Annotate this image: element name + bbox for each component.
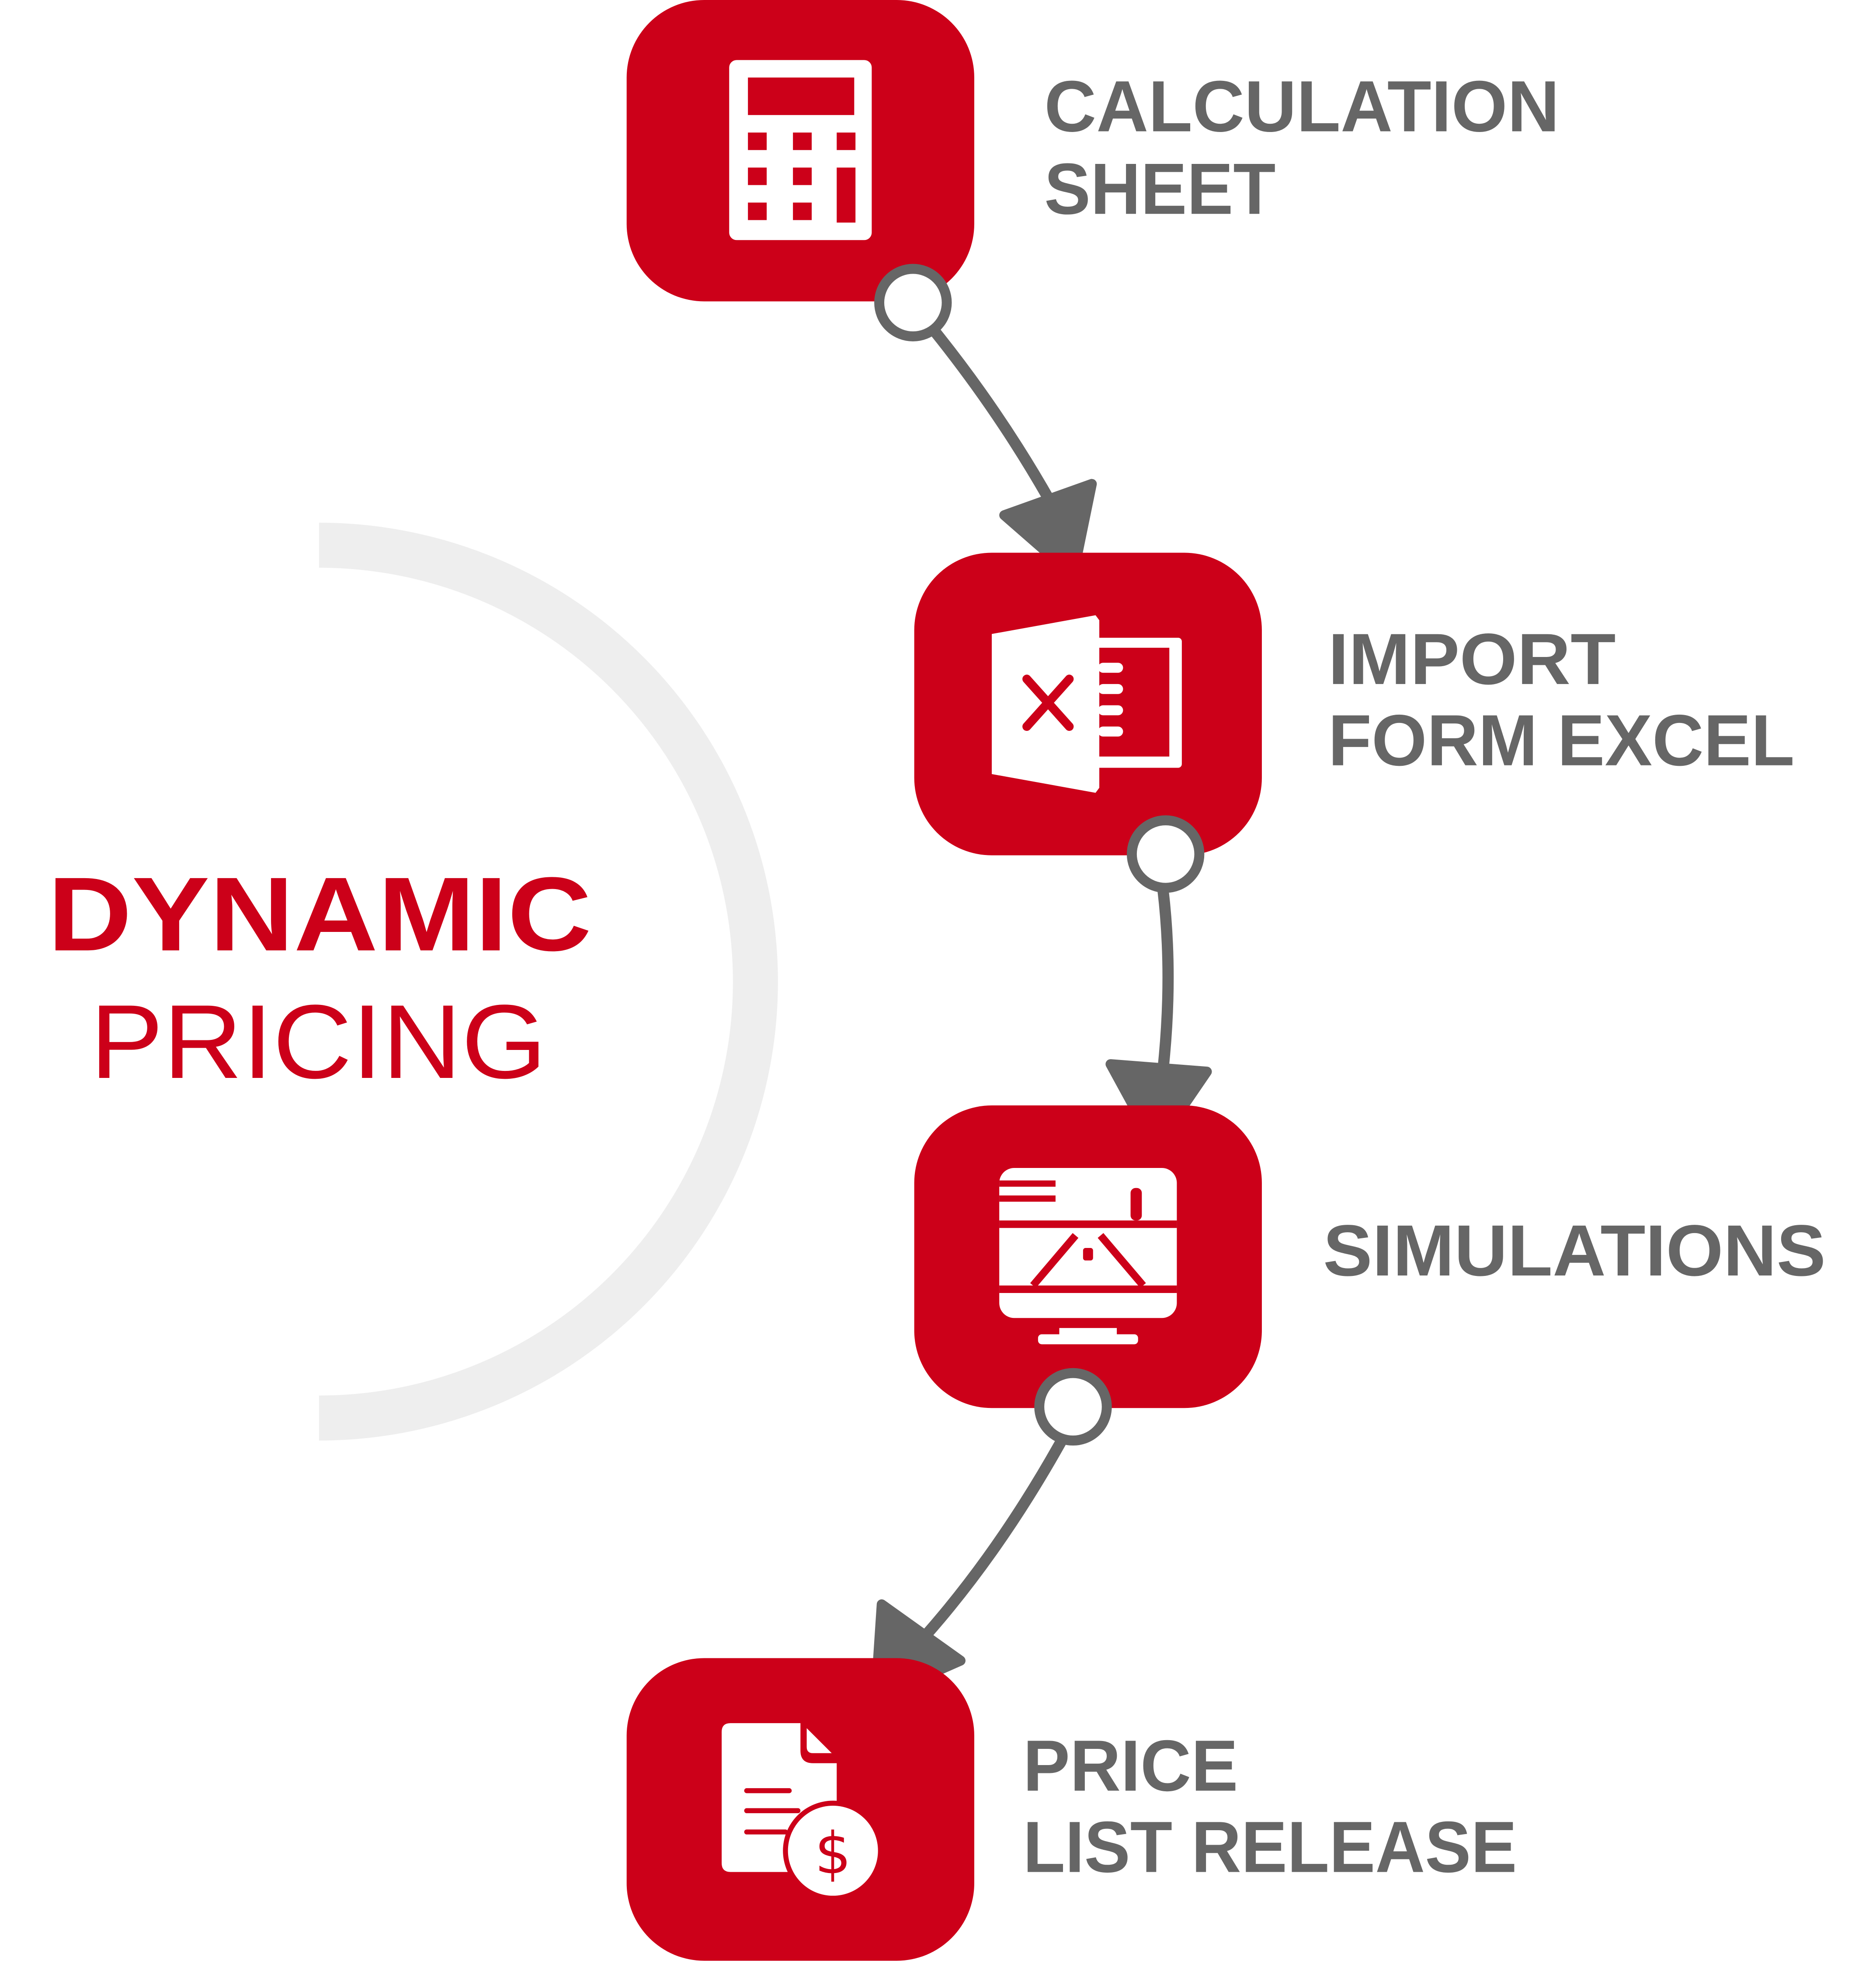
step-label-line-1: PRICE <box>1023 1726 1238 1807</box>
connector-node <box>874 264 952 341</box>
connector-1 <box>927 324 1097 580</box>
title-line-1: DYNAMIC <box>48 855 591 973</box>
svg-text:$: $ <box>815 1820 851 1887</box>
decorative-arc <box>319 522 778 1441</box>
step-label-line-1: SIMULATIONS <box>1323 1210 1826 1291</box>
step-label-line-2: SHEET <box>1044 149 1275 229</box>
step-label-line-2: FORM EXCEL <box>1328 700 1795 781</box>
excel-icon <box>992 615 1182 793</box>
calculator-icon <box>729 60 872 240</box>
step-simulations: SIMULATIONS <box>914 1105 1826 1446</box>
step-import-form-excel: IMPORT FORM EXCEL <box>914 553 1795 893</box>
price-document-icon: $ <box>722 1723 883 1901</box>
connector-node <box>1034 1368 1112 1446</box>
step-price-list-release: $ PRICE LIST RELEASE <box>626 1658 1517 1961</box>
step-calculation-sheet: CALCULATION SHEET <box>626 0 1560 341</box>
connector-node <box>1126 815 1205 893</box>
step-label-line-1: IMPORT <box>1328 619 1616 700</box>
step-label-line-2: LIST RELEASE <box>1023 1807 1517 1888</box>
title-line-2: PRICING <box>90 983 546 1100</box>
monitor-simulation-icon <box>999 1168 1177 1345</box>
step-label-line-1: CALCULATION <box>1044 66 1560 147</box>
